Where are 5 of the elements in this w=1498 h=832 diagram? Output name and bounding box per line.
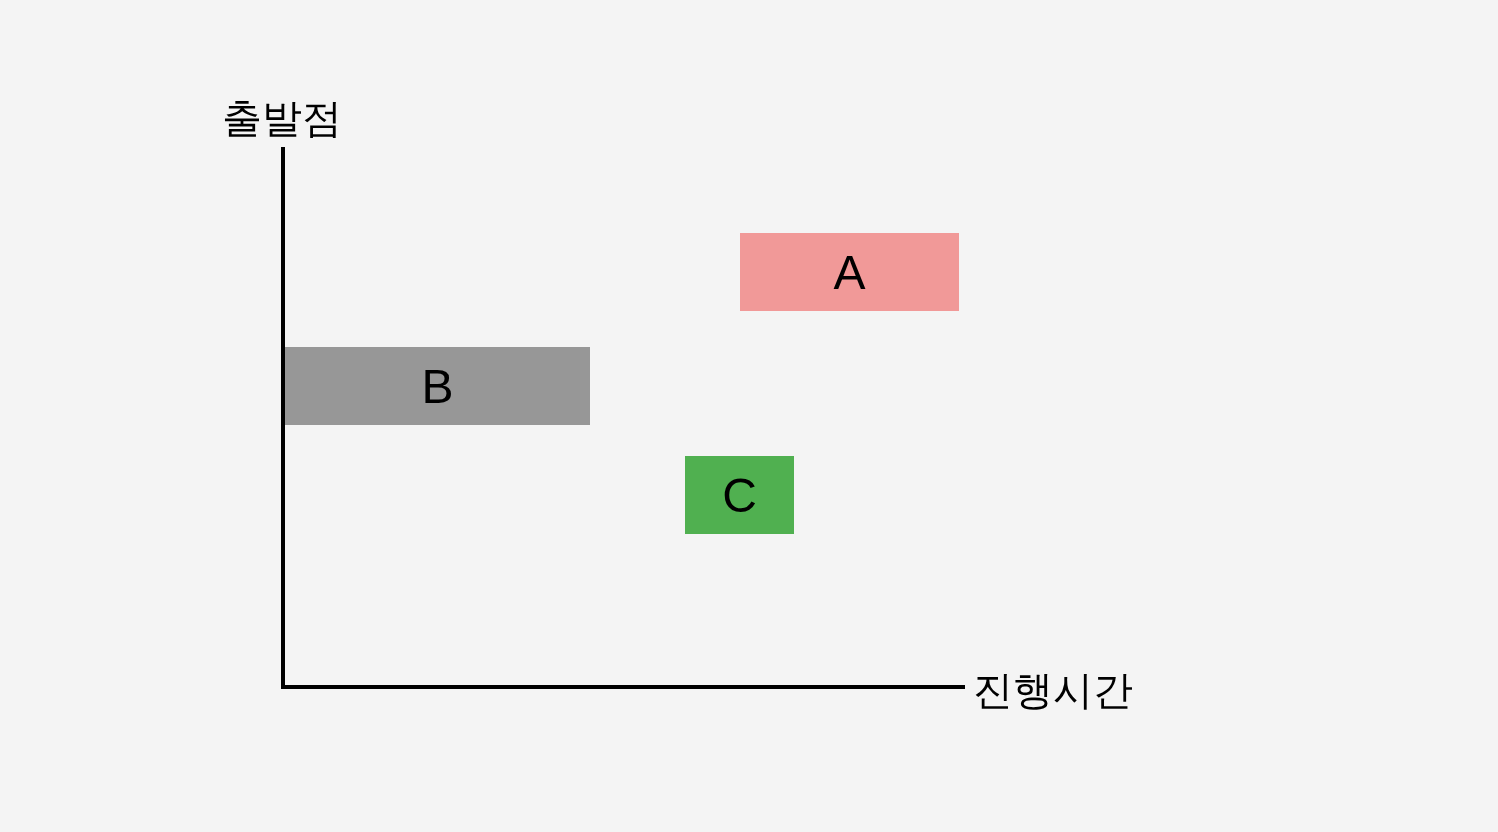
bar: A xyxy=(740,233,959,311)
axis-label: 출발점 xyxy=(222,98,342,138)
bar: B xyxy=(285,347,590,425)
bar: C xyxy=(685,456,794,534)
axis-label: 진행시간 xyxy=(973,670,1133,710)
